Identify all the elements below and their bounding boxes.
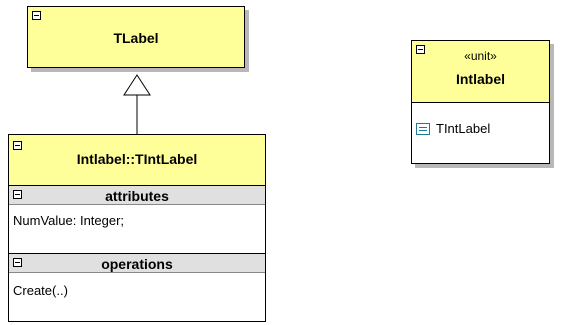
- class-name: Intlabel::TIntLabel: [76, 151, 198, 167]
- unit-stereotype: «unit»: [464, 49, 497, 63]
- class-name: TLabel: [113, 30, 159, 46]
- collapse-toggle-icon[interactable]: [416, 45, 425, 54]
- class-tintlabel[interactable]: Intlabel::TIntLabel attributes NumValue:…: [8, 134, 266, 322]
- operations-label: operations: [101, 256, 173, 272]
- operations-section-header[interactable]: operations: [9, 253, 265, 273]
- collapse-toggle-icon[interactable]: [13, 190, 22, 199]
- collapse-toggle-icon[interactable]: [13, 141, 22, 150]
- attributes-section-header[interactable]: attributes: [9, 185, 265, 205]
- operation-item[interactable]: Create(..): [13, 283, 68, 298]
- collapse-toggle-icon[interactable]: [32, 11, 41, 20]
- inheritance-arrowhead-icon: [123, 74, 151, 96]
- unit-member-item[interactable]: TIntLabel: [436, 121, 491, 136]
- collapse-toggle-icon[interactable]: [13, 258, 22, 267]
- attribute-item[interactable]: NumValue: Integer;: [13, 213, 125, 228]
- unit-header: «unit» Intlabel: [412, 41, 549, 103]
- class-tlabel[interactable]: TLabel: [27, 6, 245, 68]
- attributes-label: attributes: [105, 188, 169, 204]
- unit-name: Intlabel: [455, 71, 505, 87]
- class-header: Intlabel::TIntLabel: [9, 135, 265, 185]
- unit-intlabel[interactable]: «unit» Intlabel TIntLabel: [411, 40, 550, 164]
- class-member-icon: [416, 123, 430, 135]
